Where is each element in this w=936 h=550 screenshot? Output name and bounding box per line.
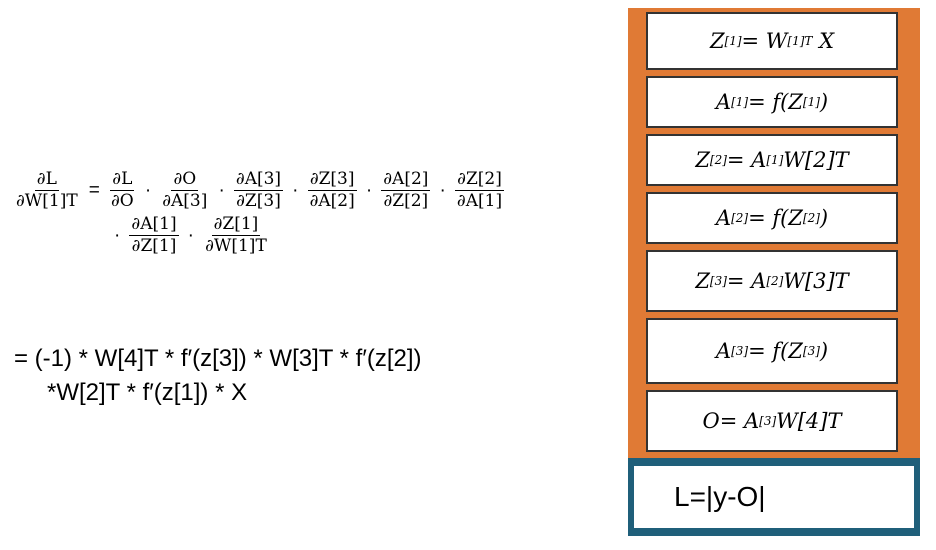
box-rest: = W: [741, 29, 788, 53]
box-rest-superscript: [3]: [802, 344, 820, 358]
term-denominator: ∂W[1]T: [205, 235, 267, 256]
box-tail: ): [819, 206, 829, 230]
box-base: Z: [695, 148, 710, 172]
layer-box-a2: A[2] = f(Z[2]): [646, 192, 898, 244]
box-rest-superscript: [2]: [766, 274, 784, 288]
box-rest-superscript: [2]: [802, 211, 820, 225]
network-layer-stack: Z[1] = W[1]T X A[1] = f(Z[1]) Z[2] = A[1…: [628, 8, 920, 536]
chain-rule-equation: ∂L ∂W[1]T = ∂L ∂O · ∂O ∂A[3] · ∂A[3] ∂Z[…: [14, 169, 504, 256]
layer-box-z2: Z[2] = A[1]W[2]T: [646, 134, 898, 186]
box-base: A: [715, 206, 732, 230]
term-denominator: ∂A[3]: [162, 190, 208, 211]
box-tail: ): [819, 339, 829, 363]
equation-row-1: ∂L ∂W[1]T = ∂L ∂O · ∂O ∂A[3] · ∂A[3] ∂Z[…: [14, 169, 504, 211]
term-fraction: ∂A[2] ∂Z[2]: [381, 169, 431, 211]
term-denominator: ∂Z[2]: [383, 190, 429, 211]
equation-row-2: · ∂A[1] ∂Z[1] · ∂Z[1] ∂W[1]T: [110, 215, 504, 256]
expanded-expression: = (-1) * W[4]T * f′(z[3]) * W[3]T * f′(z…: [14, 342, 422, 410]
box-superscript: [3]: [709, 274, 727, 288]
lhs-numerator: ∂L: [34, 169, 59, 191]
term-fraction: ∂A[3] ∂Z[3]: [233, 169, 284, 211]
term-fraction: ∂Z[3] ∂A[2]: [307, 169, 357, 211]
term-denominator: ∂A[1]: [456, 190, 503, 211]
box-base: Z: [709, 29, 725, 53]
dot-operator: ·: [144, 179, 152, 201]
box-tail: X: [819, 29, 835, 53]
box-tail: W[4]T: [776, 409, 842, 433]
lhs-fraction: ∂L ∂W[1]T: [14, 169, 80, 211]
expression-line-1: = (-1) * W[4]T * f′(z[3]) * W[3]T * f′(z…: [14, 345, 422, 372]
box-rest: = f(Z: [748, 90, 803, 114]
box-superscript: [1]: [731, 95, 749, 109]
term-fraction: ∂Z[2] ∂A[1]: [455, 169, 504, 211]
term-fraction: ∂A[1] ∂Z[1]: [129, 214, 179, 256]
term-fraction: ∂Z[1] ∂W[1]T: [203, 215, 269, 256]
layer-box-output: O = A[3]W[4]T: [646, 390, 898, 452]
box-superscript: [1]: [724, 34, 742, 48]
box-rest: = f(Z: [748, 206, 803, 230]
box-rest-superscript: [1]T: [787, 34, 813, 48]
box-rest: = A: [726, 269, 767, 293]
equals-sign: =: [88, 179, 100, 201]
term-numerator: ∂A[2]: [381, 169, 431, 191]
dot-operator: ·: [187, 224, 194, 246]
box-base: A: [715, 339, 732, 363]
lhs-denominator: ∂W[1]T: [16, 190, 78, 211]
expression-line-2: *W[2]T * f′(z[1]) * X: [47, 379, 248, 406]
box-rest: = A: [726, 148, 767, 172]
box-tail: ): [819, 90, 829, 114]
layer-box-a1: A[1] = f(Z[1]): [646, 76, 898, 128]
term-denominator: ∂Z[1]: [131, 235, 177, 256]
box-superscript: [2]: [731, 211, 749, 225]
box-rest: = A: [719, 409, 760, 433]
box-superscript: [3]: [731, 344, 749, 358]
layer-box-z3: Z[3] = A[2]W[3]T: [646, 250, 898, 312]
term-numerator: ∂O: [171, 169, 199, 191]
box-base: Z: [695, 269, 710, 293]
term-fraction: ∂O ∂A[3]: [160, 169, 209, 211]
dot-operator: ·: [114, 224, 121, 246]
term-denominator: ∂O: [110, 190, 134, 211]
term-denominator: ∂Z[3]: [236, 190, 281, 211]
box-tail: W[2]T: [783, 148, 849, 172]
term-numerator: ∂Z[2]: [455, 169, 504, 191]
box-superscript: [2]: [709, 153, 727, 167]
dot-operator: ·: [218, 179, 225, 201]
dot-operator: ·: [292, 179, 299, 201]
box-base: A: [715, 90, 732, 114]
term-fraction: ∂L ∂O: [109, 169, 136, 211]
dot-operator: ·: [439, 179, 446, 201]
term-numerator: ∂Z[3]: [307, 169, 357, 191]
dot-operator: ·: [365, 179, 373, 201]
term-numerator: ∂L: [110, 169, 135, 191]
term-numerator: ∂Z[1]: [211, 214, 261, 236]
box-tail: W[3]T: [783, 269, 849, 293]
box-base: O: [702, 409, 720, 433]
term-numerator: ∂A[1]: [129, 214, 179, 236]
box-rest-superscript: [1]: [802, 95, 820, 109]
layer-box-a3: A[3] = f(Z[3]): [646, 318, 898, 384]
term-numerator: ∂A[3]: [233, 169, 284, 191]
term-denominator: ∂A[2]: [309, 190, 355, 211]
box-rest-superscript: [3]: [759, 414, 777, 428]
loss-box: L=|y-O|: [630, 462, 918, 532]
box-rest: = f(Z: [748, 339, 803, 363]
box-rest-superscript: [1]: [766, 153, 784, 167]
layer-box-z1: Z[1] = W[1]T X: [646, 12, 898, 70]
